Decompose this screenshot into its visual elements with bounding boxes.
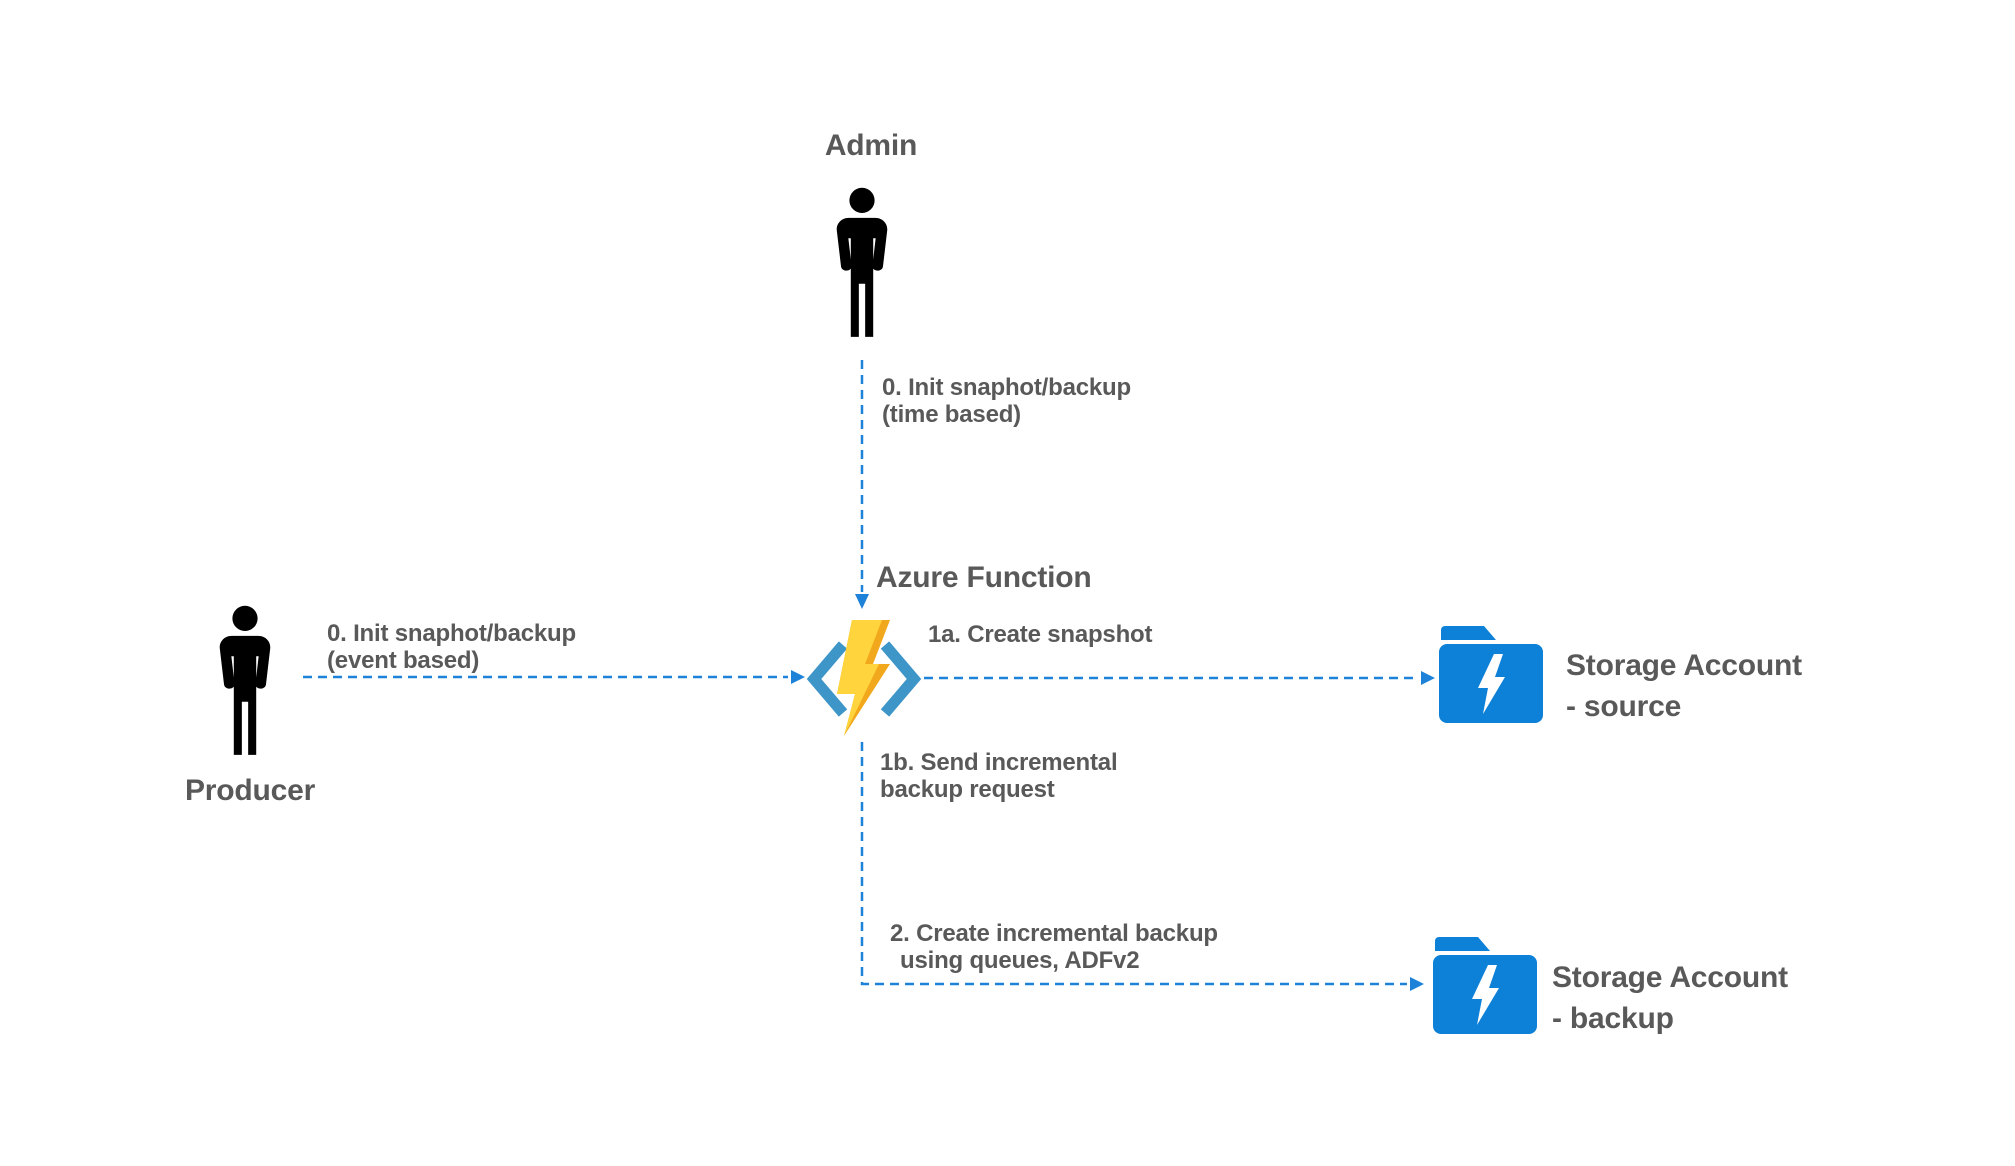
edge-label-line: (event based) <box>327 647 480 674</box>
edge-label-line: backup request <box>880 776 1055 803</box>
admin-to-function-edge-label: 0. Init snaphot/backup (time based) <box>882 374 1131 428</box>
lightning-bolt-icon <box>1478 654 1505 714</box>
producer-label: Producer <box>185 774 316 807</box>
node-label-line: Storage Account <box>1566 649 1802 682</box>
edge-label-line: (time based) <box>882 401 1021 428</box>
folder-tab <box>1435 937 1490 951</box>
admin-label: Admin <box>824 129 918 162</box>
person-icon <box>219 605 271 755</box>
admin-function-connector <box>855 360 869 609</box>
edge-label-line: 2. Create incremental backup <box>890 920 1218 947</box>
arrowhead-icon <box>791 670 805 684</box>
function-to-source-edge-label: 1a. Create snapshot <box>928 621 1153 648</box>
edge-label-line: 0. Init snaphot/backup <box>882 374 1131 401</box>
function-to-backup-edge-label: 2. Create incremental backup using queue… <box>890 920 1218 974</box>
folder-tab <box>1441 626 1496 640</box>
storage-folder-icon <box>1433 937 1537 1034</box>
storage-source-label: Storage Account - source <box>1566 645 1802 727</box>
storage-folder-icon <box>1439 626 1543 723</box>
azure-function-label: Azure Function <box>876 561 1092 594</box>
edge-label-line: 0. Init snaphot/backup <box>327 620 576 647</box>
arrowhead-icon <box>855 594 869 609</box>
storage-backup-label: Storage Account - backup <box>1552 957 1788 1039</box>
function-source-connector <box>924 671 1435 685</box>
azure-function-icon <box>806 620 922 736</box>
arrowhead-icon <box>1421 671 1435 685</box>
edge-label-line: 1b. Send incremental <box>880 749 1118 776</box>
lightning-bolt-icon <box>1472 965 1499 1025</box>
function-backup-connector <box>860 742 1424 991</box>
dashed-line <box>860 742 1407 986</box>
producer-function-connector <box>303 670 805 684</box>
node-label-line: Storage Account <box>1552 961 1788 994</box>
edge-label-line: using queues, ADFv2 <box>900 947 1140 974</box>
node-label-line: - backup <box>1552 1002 1674 1035</box>
lightning-bolt-icon <box>837 620 890 736</box>
person-icon <box>836 187 888 337</box>
arrowhead-icon <box>1410 977 1424 991</box>
code-brackets-icon <box>806 641 922 717</box>
node-label-line: - source <box>1566 690 1682 723</box>
producer-to-function-edge-label: 0. Init snaphot/backup (event based) <box>327 620 576 674</box>
function-send-request-edge-label: 1b. Send incremental backup request <box>880 749 1118 803</box>
